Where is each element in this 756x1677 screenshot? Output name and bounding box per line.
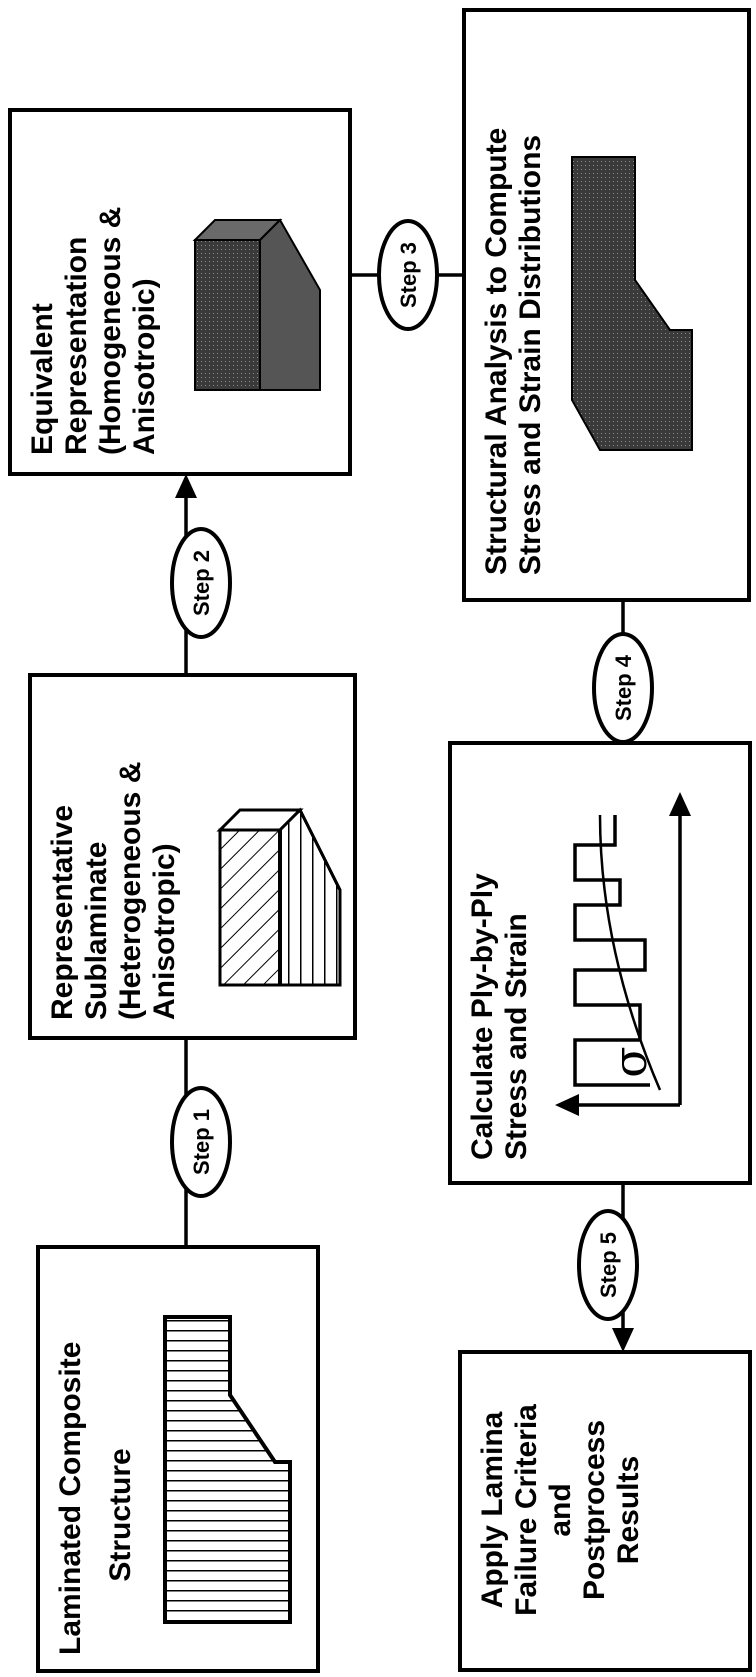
svg-text:Calculate Ply-by-Ply: Calculate Ply-by-Ply	[466, 873, 499, 1160]
stress-distribution-illustration	[571, 156, 693, 451]
svg-text:Stress and Strain: Stress and Strain	[500, 913, 533, 1160]
svg-text:Structure: Structure	[104, 1448, 137, 1581]
box-calculate-ply-by-ply: Calculate Ply-by-Ply Stress and Strain σ	[448, 741, 752, 1185]
svg-text:Laminated Composite: Laminated Composite	[54, 1342, 87, 1655]
svg-text:Step 2: Step 2	[189, 550, 214, 616]
svg-text:and: and	[544, 1483, 577, 1536]
box-laminated-composite: Laminated Composite Structure	[36, 1245, 320, 1673]
homogeneous-block-illustration	[192, 218, 321, 391]
svg-text:Step 1: Step 1	[189, 1109, 214, 1175]
svg-text:Step 3: Step 3	[396, 242, 421, 308]
svg-text:Structural Analysis to Compute: Structural Analysis to Compute	[480, 128, 513, 575]
svg-text:Anisotropic): Anisotropic)	[128, 278, 161, 455]
box-equivalent-representation: Equivalent Representation (Homogeneous &…	[8, 108, 352, 476]
box-apply-failure-criteria: Apply Lamina Failure Criteria and Postpr…	[458, 1350, 752, 1672]
svg-text:Step 4: Step 4	[611, 654, 636, 721]
svg-text:Results: Results	[612, 1456, 645, 1564]
svg-text:(Heterogeneous &: (Heterogeneous &	[114, 762, 147, 1020]
step1-label: Step 1	[170, 1086, 232, 1198]
svg-text:Postprocess: Postprocess	[578, 1420, 611, 1600]
svg-text:Equivalent: Equivalent	[26, 303, 59, 455]
step3-label: Step 3	[377, 219, 439, 331]
box-representative-sublaminate: Representative Sublaminate (Heterogeneou…	[28, 673, 357, 1040]
sublaminate-block-illustration	[216, 807, 342, 987]
svg-text:Failure Criteria: Failure Criteria	[510, 1404, 543, 1616]
step4-label: Step 4	[592, 632, 654, 744]
svg-text:Representation: Representation	[60, 237, 93, 455]
svg-text:Step 5: Step 5	[596, 1232, 621, 1298]
step5-label: Step 5	[577, 1209, 639, 1321]
svg-text:Apply Lamina: Apply Lamina	[476, 1411, 509, 1608]
svg-text:(Homogeneous &: (Homogeneous &	[94, 207, 127, 455]
svg-text:Sublaminate: Sublaminate	[80, 842, 113, 1020]
svg-text:Stress and Strain Distribution: Stress and Strain Distributions	[514, 135, 547, 575]
ply-stress-plot-illustration: σ	[555, 792, 691, 1116]
svg-text:Anisotropic): Anisotropic)	[148, 843, 181, 1020]
step2-label: Step 2	[170, 527, 232, 639]
svg-text:Representative: Representative	[46, 805, 79, 1020]
box-structural-analysis: Structural Analysis to Compute Stress an…	[462, 8, 751, 602]
laminated-structure-illustration	[163, 1315, 292, 1624]
